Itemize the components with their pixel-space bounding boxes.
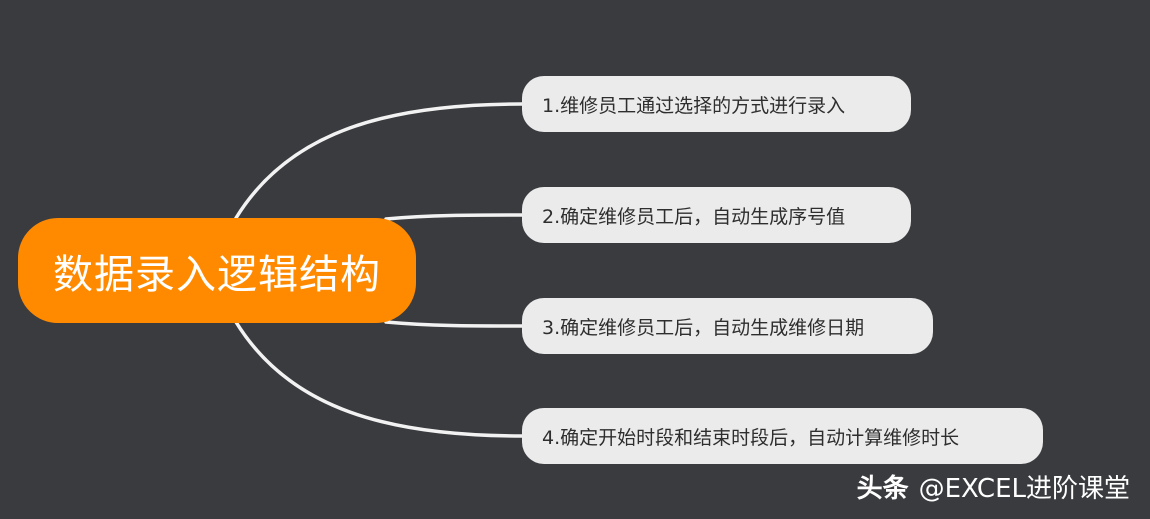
- branch-topic-4[interactable]: 4.确定开始时段和结束时段后，自动计算维修时长: [522, 408, 1043, 464]
- root-topic-label: 数据录入逻辑结构: [53, 251, 381, 298]
- connector-branch-4: [234, 320, 524, 438]
- watermark-brand: 头条: [856, 474, 909, 504]
- connector-branch-2: [384, 213, 524, 221]
- branch-topic-2[interactable]: 2.确定维修员工后，自动生成序号值: [522, 187, 911, 243]
- branch-topic-1-label: 1.维修员工通过选择的方式进行录入: [542, 94, 846, 117]
- connector-branch-1: [234, 102, 524, 220]
- branch-topic-3-label: 3.确定维修员工后，自动生成维修日期: [542, 316, 865, 339]
- watermark: 头条 @EXCEL进阶课堂: [857, 468, 1130, 505]
- watermark-account: @EXCEL进阶课堂: [918, 474, 1130, 504]
- branch-topic-1[interactable]: 1.维修员工通过选择的方式进行录入: [522, 76, 911, 132]
- branch-topic-3[interactable]: 3.确定维修员工后，自动生成维修日期: [522, 298, 933, 354]
- root-topic[interactable]: 数据录入逻辑结构: [18, 218, 416, 323]
- connector-branch-3: [384, 320, 524, 328]
- branch-topic-2-label: 2.确定维修员工后，自动生成序号值: [542, 205, 846, 228]
- branch-topic-4-label: 4.确定开始时段和结束时段后，自动计算维修时长: [542, 426, 960, 449]
